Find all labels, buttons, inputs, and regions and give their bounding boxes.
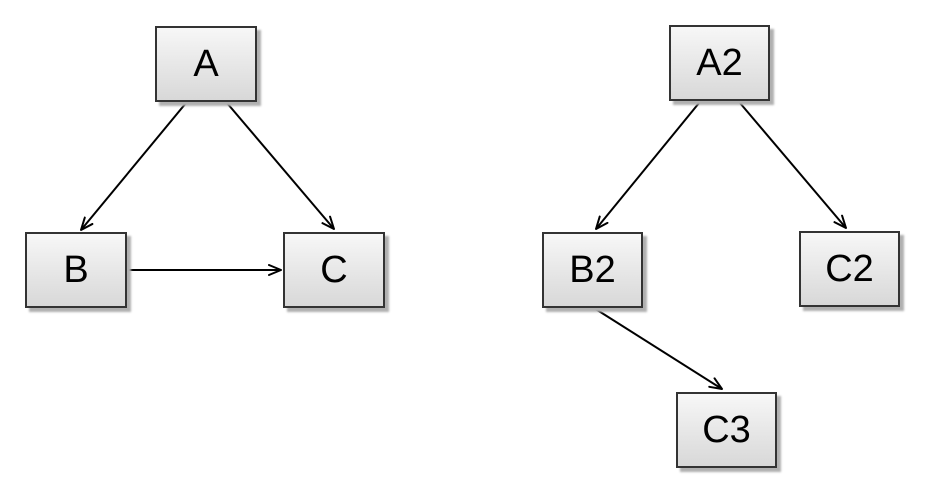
node-C3[interactable]: C3 [676, 392, 777, 468]
node-label-A2: A2 [696, 42, 743, 84]
node-label-B2: B2 [569, 249, 616, 291]
node-C[interactable]: C [283, 232, 385, 308]
node-A[interactable]: A [155, 26, 257, 102]
node-label-B: B [63, 249, 89, 291]
node-C2[interactable]: C2 [799, 231, 900, 307]
edge-A-to-C [226, 102, 335, 230]
node-B2[interactable]: B2 [542, 232, 643, 308]
node-label-C2: C2 [825, 248, 874, 290]
edge-A2-to-B2 [595, 102, 700, 230]
edge-A2-to-C2 [739, 102, 847, 229]
edge-B2-to-C3 [593, 307, 723, 390]
node-label-C3: C3 [702, 409, 751, 451]
node-A2[interactable]: A2 [669, 25, 770, 101]
node-B[interactable]: B [25, 232, 127, 308]
node-label-C: C [320, 249, 348, 291]
edge-lines-group [80, 102, 847, 390]
node-label-A: A [193, 43, 219, 85]
edge-A-to-B [80, 102, 187, 231]
